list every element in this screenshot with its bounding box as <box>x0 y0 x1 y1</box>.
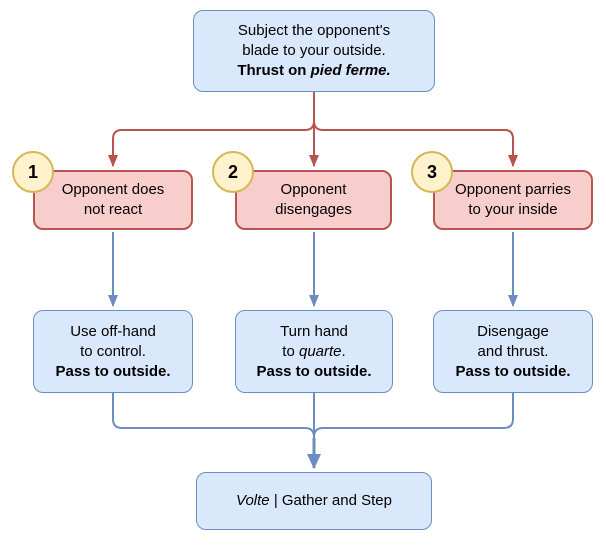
branch-3-line-1: Opponent parries <box>455 181 571 198</box>
action-1-line-1: Use off-hand <box>70 322 156 340</box>
action-2-line-3: Pass to outside. <box>256 362 372 380</box>
node-branch-3: Opponent parries to your inside <box>433 170 593 230</box>
node-end: Volte | Gather and Step <box>196 472 432 530</box>
action-2-line-2: to quarte. <box>282 342 346 360</box>
start-line-1: Subject the opponent's <box>237 22 391 39</box>
action-1-line-3: Pass to outside. <box>55 362 171 380</box>
start-line-2: blade to your outside. <box>242 42 386 59</box>
branch-2-line-1: Opponent <box>280 181 347 198</box>
branch-1-line-2: not react <box>83 201 143 218</box>
action-3-line-2: and thrust. <box>477 342 549 360</box>
branch-1-badge: 1 <box>12 151 54 193</box>
action-1-line-2: to control. <box>80 342 146 360</box>
node-action-3: Disengage and thrust. Pass to outside. <box>433 310 593 393</box>
branch-2-number: 2 <box>227 161 238 182</box>
branch-2-badge: 2 <box>212 151 254 193</box>
node-branch-1: Opponent does not react <box>33 170 193 230</box>
node-branch-2: Opponent disengages <box>235 170 392 230</box>
node-action-1: Use off-hand to control. Pass to outside… <box>33 310 193 393</box>
edge-action-1-merge <box>112 393 315 444</box>
end-label: Volte | Gather and Step <box>236 492 392 509</box>
action-3-line-3: Pass to outside. <box>455 362 571 380</box>
node-action-2: Turn hand to quarte. Pass to outside. <box>235 310 393 393</box>
branch-3-line-2: to your inside <box>468 201 558 218</box>
branch-1-number: 1 <box>27 161 38 182</box>
node-start: Subject the opponent's blade to your out… <box>193 10 435 92</box>
edge-start-to-branch-3 <box>313 92 518 167</box>
edge-start-to-branch-1 <box>108 92 315 167</box>
start-line-3: Thrust on pied ferme. <box>237 62 391 79</box>
action-2-line-1: Turn hand <box>280 322 348 340</box>
branch-1-line-1: Opponent does <box>61 181 165 198</box>
action-3-line-1: Disengage <box>477 322 549 340</box>
branch-2-line-2: disengages <box>275 201 352 218</box>
branch-3-number: 3 <box>426 161 437 182</box>
edge-action-3-merge <box>313 393 514 444</box>
branch-3-badge: 3 <box>411 151 453 193</box>
